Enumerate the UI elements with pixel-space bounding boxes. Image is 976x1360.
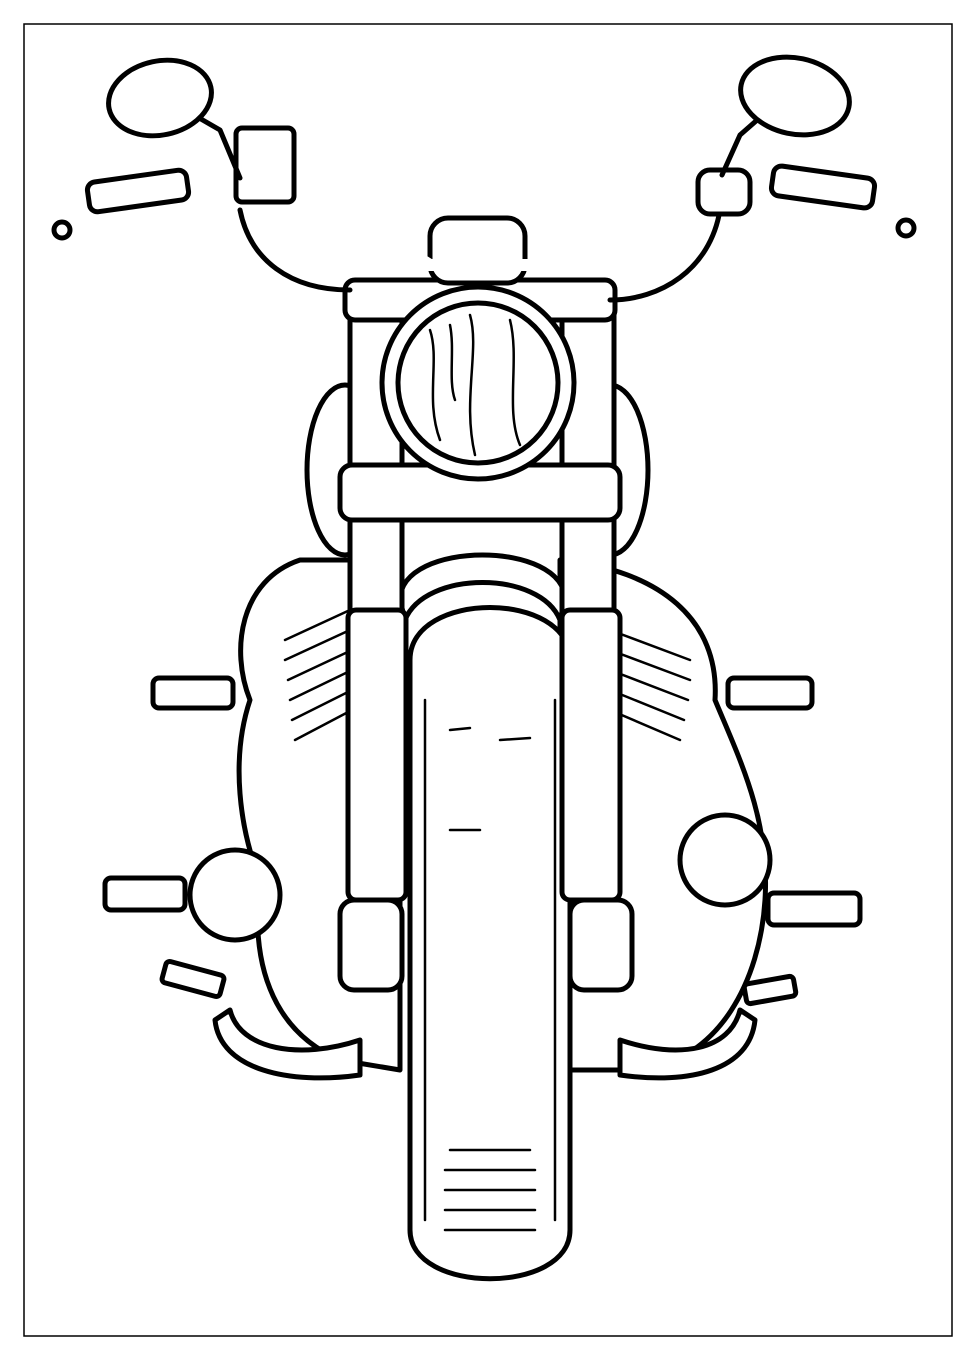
- fork-left-lower: [345, 607, 409, 903]
- brake-cable: [237, 207, 723, 303]
- bar-end-left: [51, 219, 73, 241]
- bar-end-right: [895, 217, 917, 239]
- headlight-mount: [427, 215, 528, 286]
- headlight-lens: [395, 300, 561, 466]
- exhaust-pipe-left: [212, 1007, 363, 1081]
- motorcycle-drawing: [51, 54, 917, 1282]
- handlebar-fill: [56, 172, 911, 271]
- footpeg-lower-left: [102, 875, 188, 913]
- grip-right: [768, 163, 878, 211]
- footpeg-lower-right: [765, 890, 863, 928]
- footpeg-upper-right: [725, 675, 815, 711]
- tire-tread: [423, 698, 557, 1232]
- fork-left-foot: [337, 897, 405, 993]
- footpeg-upper-left: [150, 675, 236, 711]
- engine-fins: [283, 608, 692, 742]
- fork-right-upper: [559, 287, 617, 623]
- mirror-left: [106, 57, 214, 139]
- engine-cover-right: [677, 812, 773, 908]
- mirror-right: [738, 54, 852, 138]
- switch-housing-right: [695, 167, 753, 217]
- pedal-right: [741, 973, 799, 1007]
- headlight-texture: [428, 313, 522, 457]
- master-cylinder: [233, 125, 297, 205]
- fork-right-lower: [559, 607, 623, 903]
- front-tire: [407, 605, 573, 1282]
- grip-left: [84, 167, 192, 215]
- exhaust-pipe-right: [617, 1007, 758, 1081]
- pedal-left: [159, 959, 227, 999]
- engine-cover-left: [187, 847, 283, 943]
- fork-right-foot: [567, 897, 635, 993]
